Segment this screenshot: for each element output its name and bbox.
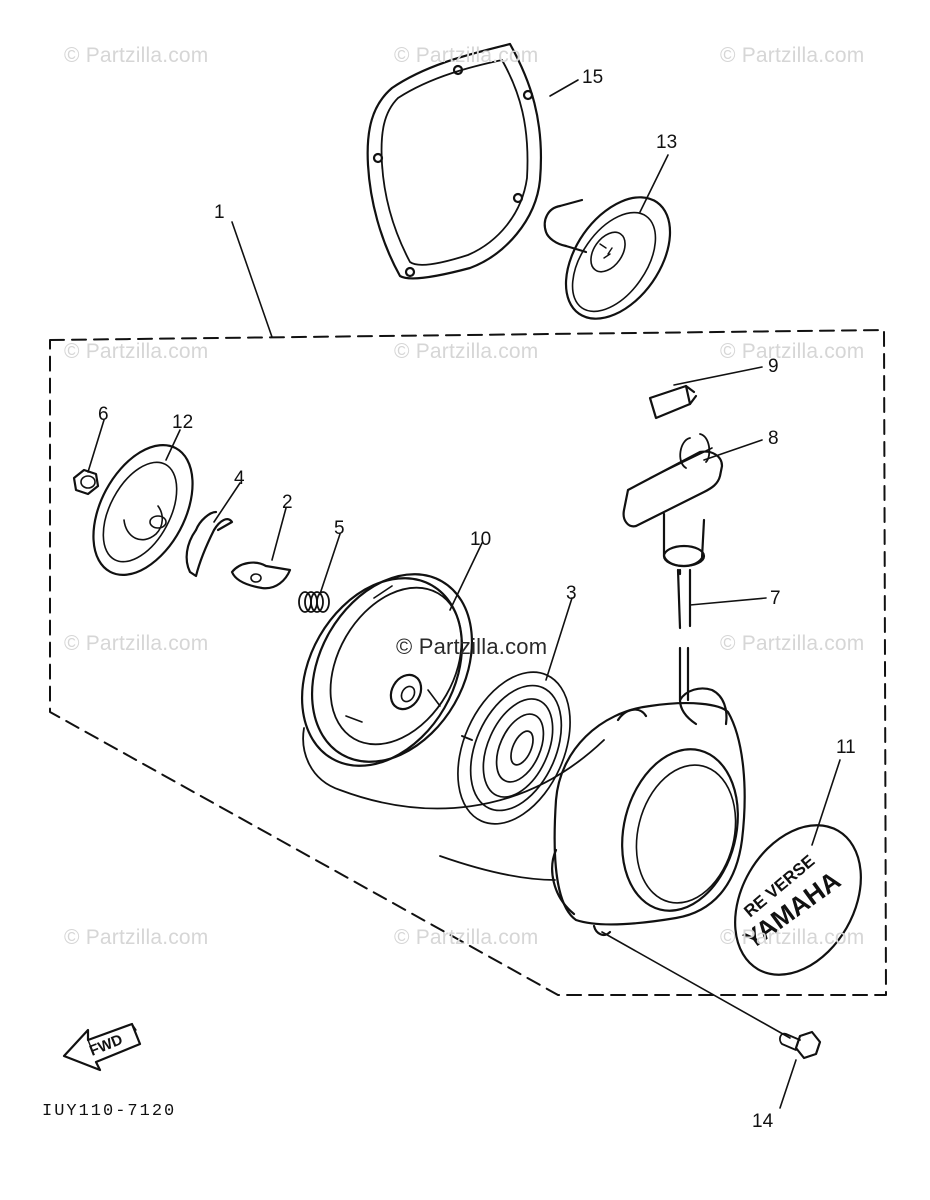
part-3-recoil-spring xyxy=(457,671,571,825)
watermark: © Partzilla.com xyxy=(720,926,865,949)
part-12-friction-plate xyxy=(92,444,194,576)
callout-7: 7 xyxy=(770,588,781,609)
part-9-handle-cap xyxy=(648,384,698,420)
watermark: © Partzilla.com xyxy=(720,340,865,363)
part-11-emblem xyxy=(734,824,862,976)
part-6-nut xyxy=(72,468,100,496)
watermark: © Partzilla.com xyxy=(64,926,209,949)
assembly-boundary xyxy=(49,329,887,996)
callout-11: 11 xyxy=(836,737,856,758)
callout-10: 10 xyxy=(470,529,492,550)
callout-3: 3 xyxy=(566,583,577,604)
callout-5: 5 xyxy=(334,518,345,539)
watermark: © Partzilla.com xyxy=(394,44,539,67)
callout-15: 15 xyxy=(582,67,604,88)
watermark: © Partzilla.com xyxy=(64,632,209,655)
fwd-label: FWD xyxy=(87,1031,125,1060)
watermark: © Partzilla.com xyxy=(720,44,865,67)
watermark: © Partzilla.com xyxy=(64,340,209,363)
fwd-arrow xyxy=(62,1022,142,1072)
part-13-drive-plate xyxy=(543,196,672,320)
watermark: © Partzilla.com xyxy=(396,634,548,659)
callout-9: 9 xyxy=(768,356,779,377)
part-10-sheave-drum xyxy=(300,573,474,767)
part-4-clip xyxy=(185,510,234,578)
watermark: © Partzilla.com xyxy=(720,632,865,655)
part-5-spring xyxy=(298,591,330,613)
part-8-starter-handle xyxy=(622,433,724,576)
callout-1: 1 xyxy=(214,202,225,223)
callout-8: 8 xyxy=(768,428,779,449)
part-14-bolt xyxy=(779,1030,822,1060)
leader-lines xyxy=(87,79,841,1109)
watermark: © Partzilla.com xyxy=(394,926,539,949)
callout-13: 13 xyxy=(656,132,678,153)
part-15-gasket xyxy=(366,42,543,280)
starter-case xyxy=(551,687,746,936)
callout-6: 6 xyxy=(98,404,109,425)
watermark: © Partzilla.com xyxy=(394,340,539,363)
callout-4: 4 xyxy=(234,468,245,489)
diagram-code: IUY110-7120 xyxy=(42,1102,177,1121)
callout-2: 2 xyxy=(282,492,293,513)
callout-14: 14 xyxy=(752,1111,774,1132)
callout-12: 12 xyxy=(172,412,194,433)
part-2-pawl xyxy=(230,561,292,590)
watermark: © Partzilla.com xyxy=(64,44,209,67)
